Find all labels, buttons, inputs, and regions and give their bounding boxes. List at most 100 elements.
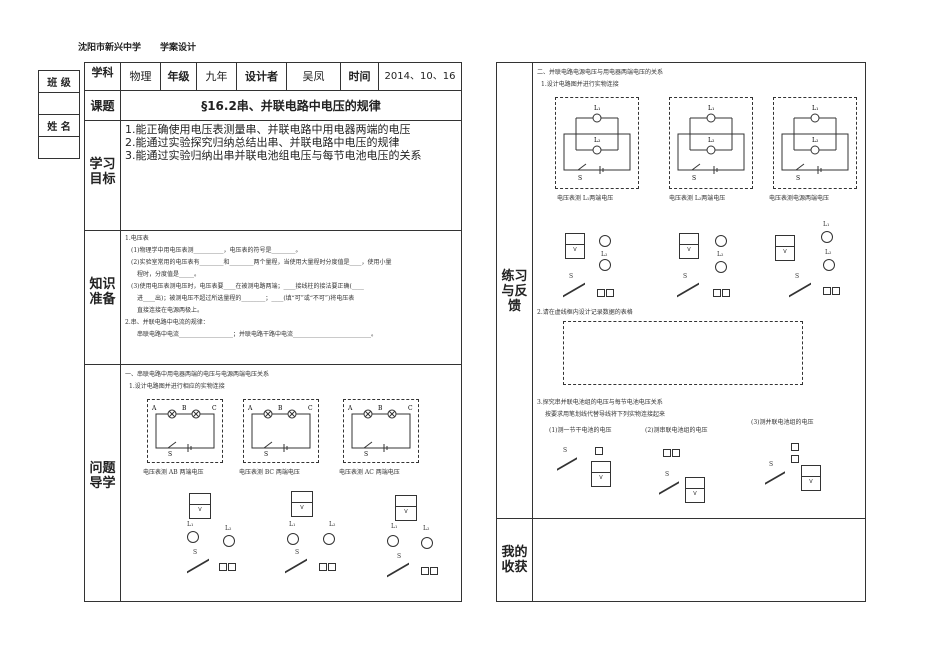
harvest-label: 我的收获 bbox=[497, 519, 533, 601]
svg-text:S: S bbox=[692, 175, 696, 182]
series-circuit-diagram: A B C S bbox=[247, 405, 313, 458]
voltmeter[interactable]: V bbox=[591, 461, 611, 487]
switch[interactable] bbox=[187, 552, 209, 574]
bulb-label: L₂ bbox=[423, 525, 430, 532]
voltmeter[interactable]: V bbox=[291, 491, 313, 517]
svg-text:S: S bbox=[364, 451, 368, 458]
switch[interactable] bbox=[789, 276, 811, 298]
data-table-box[interactable] bbox=[563, 321, 803, 385]
circuit-box-ac[interactable]: A B C S bbox=[343, 399, 419, 463]
practice-sub: 1.设计电路图并进行实物连接 bbox=[541, 81, 619, 88]
battery[interactable] bbox=[791, 443, 799, 451]
q3-text: 3.探究串并联电池组的电压与每节电池电压关系 bbox=[537, 399, 663, 406]
bulb-l1[interactable] bbox=[821, 231, 833, 243]
guide-heading: 一、串联电路中用电器两端的电压与电源两端电压关系 bbox=[125, 371, 270, 378]
bulb-l2[interactable] bbox=[599, 259, 611, 271]
bulb-l1[interactable] bbox=[387, 535, 399, 547]
goals-label: 学习目标 bbox=[85, 121, 121, 230]
bulb-l1[interactable] bbox=[599, 235, 611, 247]
name-label: 姓 名 bbox=[38, 114, 80, 137]
bulb-l1[interactable] bbox=[287, 533, 299, 545]
battery[interactable] bbox=[597, 289, 614, 297]
goals-list: 1.能正确使用电压表测量串、并联电路中用电器两端的电压 2.能通过实验探究归纳总… bbox=[121, 121, 461, 230]
battery[interactable] bbox=[713, 289, 730, 297]
svg-text:S: S bbox=[796, 175, 800, 182]
svg-text:A: A bbox=[347, 405, 353, 412]
parallel-circuit-diagram: L₁ L₂ S bbox=[677, 105, 745, 182]
battery[interactable] bbox=[319, 563, 336, 571]
circuit-box-ab[interactable]: A B C S bbox=[147, 399, 223, 463]
bulb-l2[interactable] bbox=[323, 533, 335, 545]
voltmeter[interactable]: V bbox=[775, 235, 795, 261]
battery[interactable] bbox=[421, 567, 438, 575]
bulb-l2[interactable] bbox=[715, 261, 727, 273]
caption-ab: 电压表测 AB 两端电压 bbox=[143, 469, 204, 476]
prep-line: 2.串、并联电路中电流的规律： bbox=[125, 319, 209, 326]
voltmeter[interactable]: V bbox=[679, 233, 699, 259]
prep-label: 知识准备 bbox=[85, 231, 121, 364]
info-row: 学科 物理 年级 九年 设计者 吴凤 时间 2014、10、16 bbox=[85, 63, 461, 91]
harvest-field[interactable] bbox=[533, 519, 865, 601]
switch-label: S bbox=[665, 471, 670, 478]
parallel-box-source[interactable]: L₁ L₂ S bbox=[773, 97, 857, 189]
battery[interactable] bbox=[791, 455, 799, 463]
caption-l2: 电压表测 L₂两端电压 bbox=[669, 195, 726, 202]
caption-source: 电压表测电源两端电压 bbox=[769, 195, 830, 202]
parallel-box-l2[interactable]: L₁ L₂ S bbox=[669, 97, 753, 189]
switch[interactable] bbox=[563, 276, 585, 298]
voltmeter[interactable]: V bbox=[685, 477, 705, 503]
switch[interactable] bbox=[677, 276, 699, 298]
circuit-box-bc[interactable]: A B C S bbox=[243, 399, 319, 463]
grade-label: 年级 bbox=[161, 63, 197, 90]
caption-ac: 电压表测 AC 两端电压 bbox=[339, 469, 400, 476]
svg-text:L₁: L₁ bbox=[708, 105, 714, 112]
goal-item: 1.能正确使用电压表测量串、并联电路中用电器两端的电压 bbox=[125, 123, 411, 136]
voltmeter[interactable]: V bbox=[565, 233, 585, 259]
guide-sub: 1.设计电路图并进行相应的实物连接 bbox=[129, 383, 225, 390]
bulb-label: L₂ bbox=[717, 251, 724, 258]
topic-row: 课题 §16.2串、并联电路中电压的规律 bbox=[85, 91, 461, 121]
guide-label: 问题导学 bbox=[85, 365, 121, 601]
battery[interactable] bbox=[663, 449, 680, 457]
switch[interactable] bbox=[557, 451, 577, 471]
bulb-l1[interactable] bbox=[715, 235, 727, 247]
svg-text:L₂: L₂ bbox=[594, 137, 601, 144]
voltmeter[interactable]: V bbox=[395, 495, 417, 521]
switch-label: S bbox=[569, 273, 574, 280]
switch[interactable] bbox=[659, 475, 679, 495]
lesson-plan-left: 学科 物理 年级 九年 设计者 吴凤 时间 2014、10、16 课题 §16.… bbox=[84, 62, 462, 602]
parallel-circuit-diagram: L₁ L₂ S bbox=[563, 105, 631, 182]
voltmeter[interactable]: V bbox=[801, 465, 821, 491]
switch[interactable] bbox=[765, 465, 785, 485]
svg-text:S: S bbox=[578, 175, 582, 182]
svg-text:A: A bbox=[151, 405, 157, 412]
battery[interactable] bbox=[823, 287, 840, 295]
battery[interactable] bbox=[219, 563, 236, 571]
series-circuit-diagram: A B C S bbox=[347, 405, 413, 458]
q2-text: 2.请在虚线框内设计记录数据的表格 bbox=[537, 309, 633, 316]
switch-label: S bbox=[295, 549, 300, 556]
prep-line: 进____出)；被测电压不超过所选量程的________；____(填“可”或“… bbox=[137, 295, 355, 302]
voltmeter[interactable]: V bbox=[189, 493, 211, 519]
class-field[interactable] bbox=[38, 92, 80, 115]
bulb-label: L₁ bbox=[187, 521, 194, 528]
svg-text:S: S bbox=[264, 451, 268, 458]
practice-content: 二、并联电路电源电压与用电器两端电压的关系 1.设计电路图并进行实物连接 L₁ … bbox=[533, 63, 865, 518]
topic-label: 课题 bbox=[85, 91, 121, 120]
svg-text:C: C bbox=[212, 405, 217, 412]
bulb-l2[interactable] bbox=[223, 535, 235, 547]
svg-text:C: C bbox=[408, 405, 413, 412]
bulb-label: L₂ bbox=[329, 521, 336, 528]
bulb-l1[interactable] bbox=[187, 531, 199, 543]
practice-row: 练习与反馈 二、并联电路电源电压与用电器两端电压的关系 1.设计电路图并进行实物… bbox=[497, 63, 865, 519]
bulb-label: L₂ bbox=[825, 249, 832, 256]
prep-line: 1.电压表 bbox=[125, 235, 149, 242]
bulb-l2[interactable] bbox=[823, 259, 835, 271]
svg-text:B: B bbox=[378, 405, 383, 412]
goal-item: 3.能通过实验归纳出串并联电池组电压与每节电池电压的关系 bbox=[125, 149, 422, 162]
bulb-l2[interactable] bbox=[421, 537, 433, 549]
name-field[interactable] bbox=[38, 136, 80, 159]
prep-row: 知识准备 1.电压表 (1)物理学中用电压表测__________，电压表的符号… bbox=[85, 231, 461, 365]
parallel-box-l1[interactable]: L₁ L₂ S bbox=[555, 97, 639, 189]
battery[interactable] bbox=[595, 447, 603, 455]
